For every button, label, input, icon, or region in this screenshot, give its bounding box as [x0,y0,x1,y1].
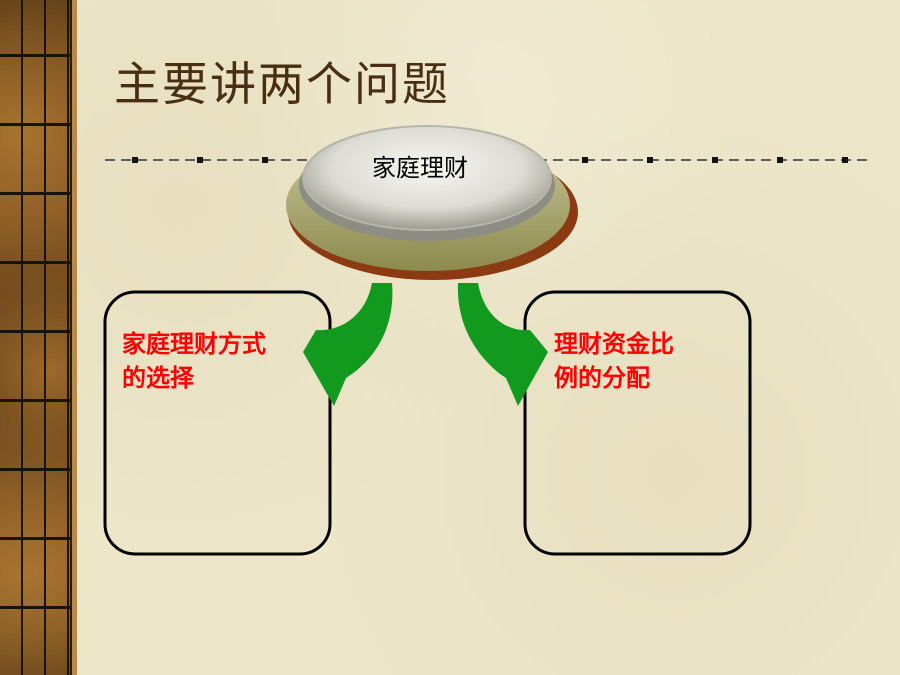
right-curved-arrow [457,283,548,406]
decorative-side-strip [0,0,77,675]
left-topic-box [103,290,332,556]
right-topic-line: 例的分配 [554,364,650,392]
right-topic-text: 理财资金比 例的分配 [554,327,724,395]
left-topic-line: 家庭理财方式 [122,330,266,358]
right-topic-line: 理财资金比 [554,330,674,358]
left-topic-line: 的选择 [122,364,194,392]
center-node [286,125,578,280]
center-node-label: 家庭理财 [372,154,468,182]
left-topic-text: 家庭理财方式 的选择 [122,327,312,395]
dashed-divider [105,157,870,163]
slide-title: 主要讲两个问题 [114,57,450,111]
left-curved-arrow [303,283,393,406]
right-topic-box [523,290,752,556]
